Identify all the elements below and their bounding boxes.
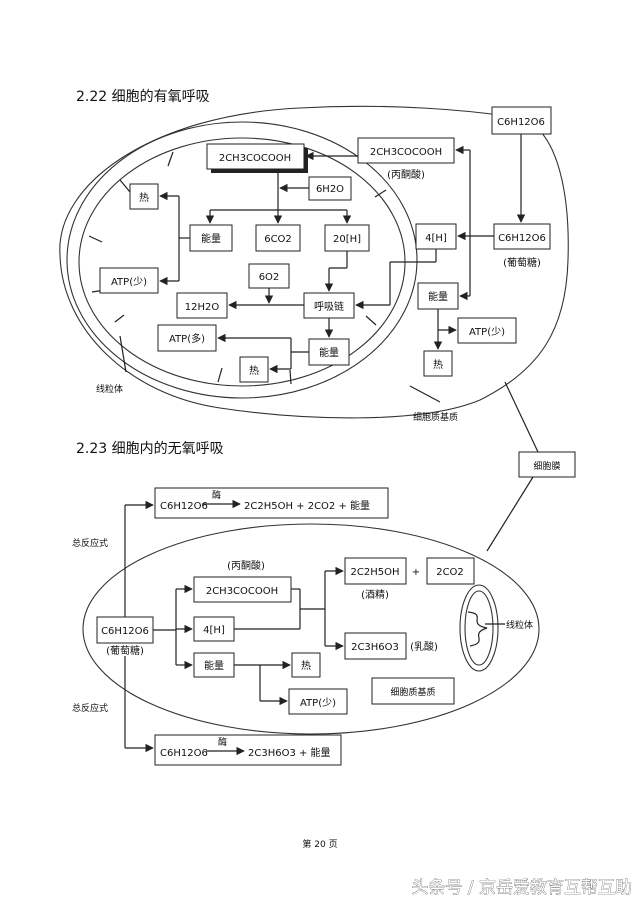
section-22-title: 2.22 细胞的有氧呼吸 [76, 89, 210, 105]
h4-23-label: 4[H] [203, 625, 225, 636]
eq2-left: C6H12O6 [160, 748, 208, 759]
box-energy-matrix: 能量 [189, 224, 233, 252]
box-heat-23: 热 [291, 652, 321, 678]
chain-label: 呼吸链 [314, 300, 344, 313]
eq1-enzyme: 酶 [212, 489, 221, 501]
box-water-out: 12H2O [176, 292, 228, 319]
pyruvate-23-caption: (丙酮酸) [227, 559, 265, 572]
box-h4-23: 4[H] [193, 616, 235, 642]
water-in-label: 6H2O [316, 184, 344, 195]
h20-label: 20[H] [333, 234, 361, 245]
eq2-right: 2C3H6O3 + 能量 [248, 746, 331, 759]
glucose-23-caption: (葡萄糖) [106, 644, 144, 657]
box-co2-23: 2CO2 [426, 557, 475, 585]
glucose-23-label: C6H12O6 [101, 626, 149, 637]
box-o2: 6O2 [248, 263, 290, 289]
box-energy-23: 能量 [193, 652, 235, 678]
box-ethanol: 2C2H5OH [344, 557, 407, 585]
eq2-enzyme: 酶 [218, 736, 227, 748]
glucose-label: (葡萄糖) [503, 256, 541, 269]
box-equation-1: C6H12O6 酶 2C2H5OH + 2CO2 + 能量 [154, 487, 389, 519]
pyruvate-label: (丙酮酸) [387, 168, 425, 181]
box-atp-23: ATP(少) [288, 688, 348, 715]
overall-label-1: 总反应式 [72, 537, 108, 549]
atp-23-label: ATP(少) [300, 697, 336, 709]
ethanol-label: 2C2H5OH [351, 567, 400, 578]
co2-label: 6CO2 [264, 234, 292, 245]
box-equation-2: C6H12O6 酶 2C3H6O3 + 能量 [154, 734, 342, 766]
box-glucose-23: C6H12O6 [96, 616, 154, 644]
box-water-in: 6H2O [308, 176, 352, 201]
membrane-label: 细胞膜 [533, 460, 560, 472]
box-heat-chain: 热 [239, 356, 269, 383]
atp-few-cyto-label: ATP(少) [469, 326, 505, 338]
ethanol-caption: (酒精) [361, 588, 389, 601]
connectors-23 [124, 476, 534, 753]
pyruvate-inside-label: 2CH3COCOOH [219, 153, 291, 164]
heat-top-label: 热 [139, 191, 149, 204]
energy-23-label: 能量 [204, 659, 224, 672]
section-23-title: 2.23 细胞内的无氧呼吸 [76, 441, 224, 457]
water-out-label: 12H2O [185, 302, 220, 313]
heat-23-label: 热 [301, 659, 311, 672]
mitochondrion-inner-membrane [78, 137, 406, 387]
overall-label-2: 总反应式 [72, 702, 108, 714]
box-matrix-label-23: 细胞质基质 [371, 677, 455, 705]
glucose-outside-label: C6H12O6 [497, 117, 545, 128]
box-h20: 20[H] [324, 224, 370, 252]
cell-ellipse-23 [82, 523, 540, 735]
eq1-left: C6H12O6 [160, 501, 208, 512]
watermark: 头条号 / 京岳爱教育互帮互助 [411, 878, 632, 898]
lactate-caption: (乳酸) [410, 640, 438, 653]
atp-many-label: ATP(多) [169, 332, 205, 345]
box-glucose-outside: C6H12O6 [491, 106, 552, 135]
eq1-right: 2C2H5OH + 2CO2 + 能量 [244, 499, 370, 512]
box-chain: 呼吸链 [303, 292, 355, 319]
matrix-label-22: 细胞质基质 [413, 411, 458, 423]
box-atp-many: ATP(多) [157, 324, 217, 352]
box-heat-top: 热 [129, 183, 159, 210]
box-pyruvate-23: 2CH3COCOOH [193, 576, 292, 603]
box-membrane-label: 细胞膜 [518, 451, 576, 478]
cell-membrane-shape [59, 105, 569, 419]
mitochondrion-outer-membrane [66, 121, 418, 399]
box-atp-few-cyto: ATP(少) [457, 317, 517, 344]
matrix-label-23: 细胞质基质 [390, 686, 435, 698]
box-energy-chain: 能量 [308, 338, 350, 366]
pyruvate-outside-label: 2CH3COCOOH [370, 147, 442, 158]
heat-cyto-label: 热 [433, 358, 443, 371]
box-lactate: 2C3H6O3 [344, 632, 407, 660]
box-pyruvate-inside: 2CH3COCOOH [206, 143, 308, 173]
box-co2: 6CO2 [255, 224, 301, 252]
energy-chain-label: 能量 [319, 346, 339, 359]
box-pyruvate-outside: 2CH3COCOOH [357, 137, 455, 164]
small-mitochondrion [459, 584, 499, 672]
plus-sign: + [412, 567, 420, 578]
box-h4: 4[H] [415, 223, 457, 250]
box-atp-few-mito: ATP(少) [99, 267, 159, 294]
pyruvate-23-label: 2CH3COCOOH [206, 586, 278, 597]
box-heat-cyto: 热 [423, 350, 453, 377]
connectors-22 [119, 134, 539, 453]
glucose-inside-label: C6H12O6 [498, 233, 546, 244]
page-number: 第 20 页 [302, 838, 337, 850]
atp-few-mito-label: ATP(少) [111, 276, 147, 288]
mito-label-22: 线粒体 [96, 383, 123, 395]
co2-23-label: 2CO2 [436, 567, 464, 578]
box-glucose-inside: C6H12O6 [493, 223, 551, 250]
energy-matrix-label: 能量 [201, 232, 221, 245]
mito-label-23: 线粒体 [506, 619, 533, 631]
lactate-label: 2C3H6O3 [351, 642, 399, 653]
energy-cyto-label: 能量 [428, 290, 448, 303]
o2-label: 6O2 [259, 272, 280, 283]
h4-label: 4[H] [425, 233, 447, 244]
box-energy-cyto: 能量 [417, 282, 459, 310]
heat-chain-label: 热 [249, 364, 259, 377]
